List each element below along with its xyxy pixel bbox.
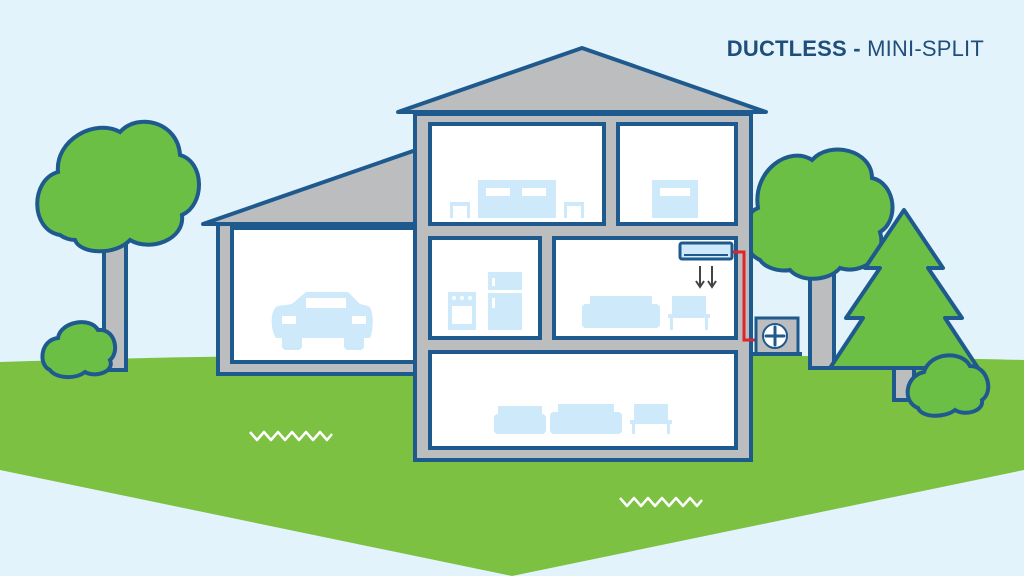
- tree-icon: [742, 147, 895, 370]
- refrigerant-line: [733, 250, 760, 342]
- tv-icon: [668, 296, 710, 330]
- title-separator: -: [846, 36, 868, 61]
- sofa-icon: [582, 296, 660, 328]
- outdoor-unit-icon: [752, 316, 802, 356]
- airflow-arrow-icon: [695, 266, 717, 289]
- tv-icon: [630, 404, 672, 434]
- bed-icon: [652, 180, 698, 218]
- title-light: MINI-SPLIT: [867, 36, 984, 61]
- stove-icon: [448, 292, 476, 330]
- grass-tuft-icon: [619, 496, 703, 508]
- car-icon: [271, 292, 373, 350]
- fridge-icon: [488, 272, 522, 330]
- ground: [0, 354, 1024, 576]
- grass-tuft-icon: [249, 430, 333, 442]
- pine-tree-icon: [828, 208, 980, 402]
- sofa-icon: [550, 404, 622, 434]
- bush-icon: [905, 353, 991, 418]
- room-kitchen: [428, 236, 542, 340]
- indoor-unit-icon: [678, 241, 734, 261]
- title-bold: DUCTLESS: [726, 36, 847, 61]
- bush-icon: [40, 320, 118, 379]
- nightstand-icon: [450, 202, 584, 218]
- diagram-title: DUCTLESS - MINI-SPLIT: [727, 36, 984, 62]
- bed-icon: [478, 180, 556, 218]
- armchair-icon: [494, 406, 546, 434]
